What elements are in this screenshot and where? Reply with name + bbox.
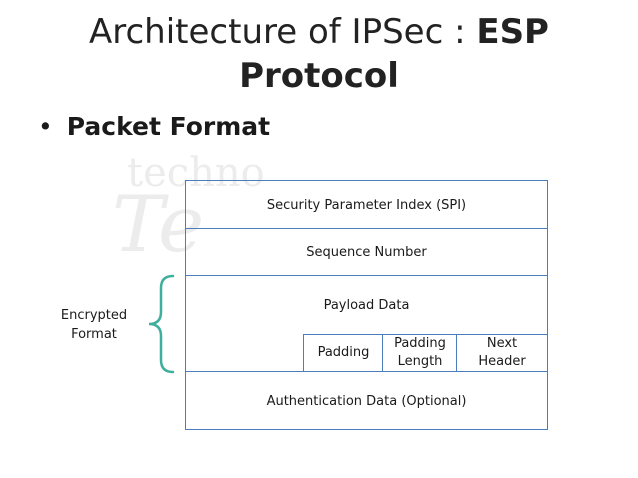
sequence-number-field: Sequence Number	[306, 245, 427, 260]
divider-1	[186, 228, 547, 229]
padding-length-cell: Padding Length	[382, 334, 458, 372]
slide-title: Architecture of IPSec : ESP Protocol	[0, 10, 638, 98]
bullet-marker: •	[38, 112, 53, 141]
payload-data-field: Payload Data	[323, 298, 410, 313]
title-text: Architecture of IPSec :	[89, 12, 477, 52]
next-header-line-2: Header	[478, 354, 526, 369]
divider-2	[186, 275, 547, 276]
title-esp: ESP	[476, 12, 549, 52]
watermark-main: Te	[112, 180, 205, 270]
authentication-data-field: Authentication Data (Optional)	[266, 394, 467, 409]
title-line-1: Architecture of IPSec : ESP	[0, 10, 638, 54]
padding-length-line-1: Padding	[394, 336, 446, 351]
padding-cell: Padding	[303, 334, 384, 372]
next-header-cell: Next Header	[456, 334, 548, 372]
watermark-top: techno	[127, 150, 265, 196]
encrypted-label-line-1: Encrypted	[60, 308, 128, 323]
spi-field: Security Parameter Index (SPI)	[266, 198, 467, 213]
padding-label: Padding	[317, 345, 370, 360]
title-line-2: Protocol	[239, 56, 399, 96]
encrypted-format-label: Encrypted Format	[52, 306, 136, 344]
encrypted-label-line-2: Format	[71, 327, 117, 342]
curly-brace-icon	[148, 274, 175, 374]
next-header-line-1: Next	[486, 336, 518, 351]
esp-packet-diagram: Security Parameter Index (SPI) Sequence …	[185, 180, 548, 430]
padding-length-line-2: Length	[397, 354, 443, 369]
divider-3	[186, 371, 547, 372]
bullet-text: Packet Format	[66, 112, 271, 141]
bullet-packet-format: • Packet Format	[38, 112, 270, 141]
